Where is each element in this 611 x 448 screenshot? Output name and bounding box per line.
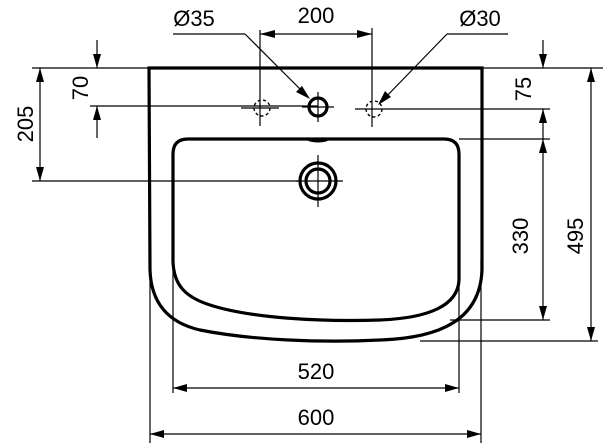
optional-hole-left [241, 30, 279, 126]
label-75: 75 [511, 77, 536, 101]
label-diameter-35: Ø35 [173, 6, 215, 31]
label-600: 600 [298, 405, 335, 430]
dim-side-hole-diameter: Ø30 [378, 6, 508, 105]
label-205: 205 [13, 106, 38, 143]
label-495: 495 [563, 218, 588, 255]
drain-hole [296, 155, 343, 207]
dim-495: 495 [563, 68, 595, 341]
dim-70: 70 [68, 40, 101, 138]
label-330: 330 [508, 218, 533, 255]
inner-bowl-outline [171, 137, 461, 323]
dim-520: 520 [173, 359, 459, 392]
tap-hole [302, 92, 334, 122]
dim-330: 330 [508, 139, 547, 320]
overflow-mark [308, 137, 328, 143]
optional-hole-right [355, 28, 550, 127]
dim-tap-diameter: Ø35 [173, 6, 310, 99]
dim-200: 200 [260, 3, 372, 38]
dim-205: 205 [13, 68, 44, 181]
label-70: 70 [68, 76, 93, 100]
outer-rim-outline [147, 66, 484, 343]
label-520: 520 [298, 359, 335, 384]
label-diameter-30: Ø30 [459, 6, 501, 31]
label-200: 200 [298, 3, 335, 28]
dim-75: 75 [511, 40, 547, 139]
dim-600: 600 [150, 405, 481, 438]
